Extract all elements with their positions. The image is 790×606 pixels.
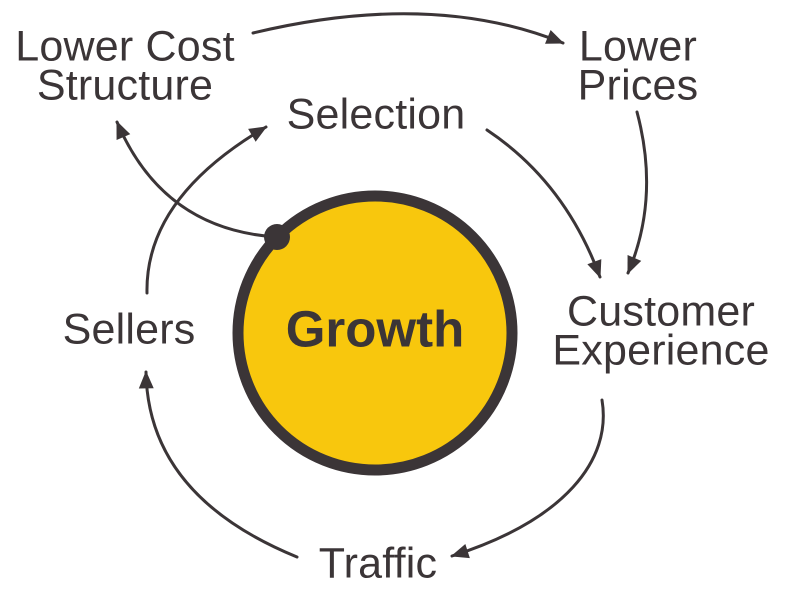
arrow-selection-to-customer-experience xyxy=(485,128,602,279)
arrow-traffic-to-sellers xyxy=(138,370,299,559)
node-lower-prices: Lower Prices xyxy=(577,22,699,109)
arrow-lower-prices-to-customer-experience xyxy=(626,110,649,275)
arrow-sellers-to-selection xyxy=(145,125,268,295)
node-customer-experience: Customer Experience xyxy=(552,287,770,374)
arrow-customer-experience-to-traffic xyxy=(450,398,605,559)
node-selection: Selection xyxy=(286,90,466,139)
growth-label: Growth xyxy=(285,300,465,358)
node-lower-cost-structure: Lower Cost Structure xyxy=(15,22,235,109)
node-traffic: Traffic xyxy=(318,539,438,588)
flywheel-branch-dot xyxy=(264,224,290,250)
growth-circle xyxy=(232,190,518,476)
arrow-growth-to-lower-cost-structure xyxy=(115,120,279,239)
arrow-lower-cost-structure-to-lower-prices xyxy=(251,12,565,45)
node-sellers: Sellers xyxy=(62,305,196,354)
